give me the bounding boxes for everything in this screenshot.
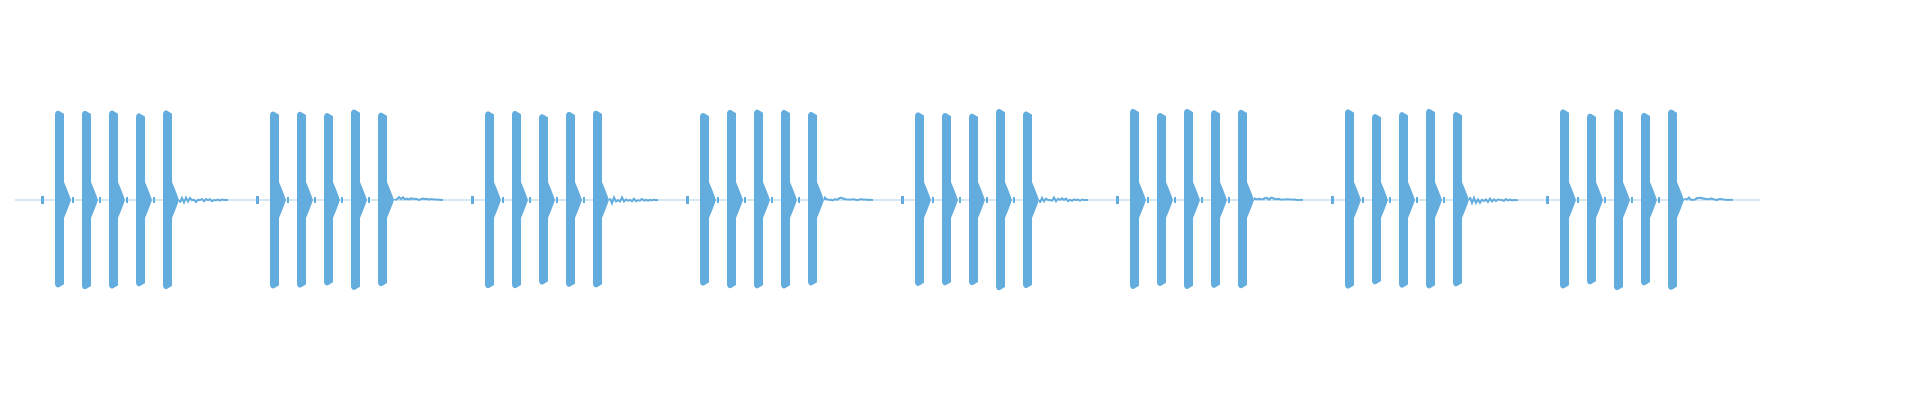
interpulse-spike	[744, 197, 746, 203]
interpulse-spike	[986, 197, 988, 203]
interpulse-spike	[1577, 197, 1579, 203]
waveform-pulse	[1399, 112, 1415, 288]
interpulse-spike	[126, 197, 128, 203]
waveform-pulse	[1372, 114, 1388, 285]
interpulse-spike	[556, 197, 558, 203]
interpulse-spike	[153, 197, 155, 203]
waveform-pulse	[351, 109, 367, 291]
lead-in-blip	[256, 196, 259, 204]
interpulse-spike	[1174, 197, 1176, 203]
pulse-group	[256, 109, 444, 291]
waveform-pulse	[754, 109, 770, 289]
waveform-pulse	[297, 111, 313, 288]
interpulse-spike	[959, 197, 961, 203]
waveform-pulse	[1560, 109, 1576, 289]
interpulse-spike	[368, 197, 370, 203]
interpulse-spike	[1147, 197, 1149, 203]
interpulse-spike	[583, 197, 585, 203]
interpulse-spike	[717, 197, 719, 203]
interpulse-spike	[1201, 197, 1203, 203]
interpulse-spike	[1604, 197, 1606, 203]
waveform-pulse	[136, 113, 152, 287]
interpulse-spike	[798, 197, 800, 203]
lead-in-blip	[1116, 196, 1119, 204]
waveform-pulse	[1157, 112, 1173, 286]
decay-tail	[1254, 196, 1304, 202]
interpulse-spike	[1389, 197, 1391, 203]
decay-tail	[824, 195, 874, 202]
waveform-pulse	[485, 111, 501, 289]
interpulse-spike	[502, 197, 504, 203]
lead-in-blip	[41, 196, 44, 204]
waveform-pulse	[1238, 109, 1254, 289]
decay-tail	[394, 195, 444, 202]
waveform-pulse	[808, 111, 824, 286]
decay-tail	[1469, 195, 1519, 206]
waveform-pulse	[1211, 110, 1227, 288]
pulse-group	[471, 110, 659, 289]
waveform-pulse	[1587, 113, 1603, 285]
waveform-pulse	[1426, 108, 1442, 289]
lead-in-blip	[471, 196, 474, 204]
interpulse-spike	[771, 197, 773, 203]
interpulse-spike	[341, 197, 343, 203]
lead-in-blip	[686, 196, 689, 204]
waveform-pulse	[378, 112, 394, 287]
waveform-pulse	[270, 111, 286, 289]
interpulse-spike	[1416, 197, 1418, 203]
interpulse-spike	[932, 197, 934, 203]
waveform-pulse	[566, 111, 582, 287]
interpulse-spike	[1362, 197, 1364, 203]
interpulse-spike	[529, 197, 531, 203]
waveform-pulse	[512, 110, 528, 289]
interpulse-spike	[1631, 197, 1633, 203]
pulse-group	[686, 109, 874, 289]
lead-in-blip	[901, 196, 904, 204]
waveform-pulse	[969, 113, 985, 286]
waveform-pulse	[996, 108, 1012, 291]
decay-tail	[1684, 196, 1734, 202]
waveform-pulse	[324, 113, 340, 286]
interpulse-spike	[1228, 197, 1230, 203]
waveform-pulse	[1453, 112, 1469, 287]
interpulse-spike	[1013, 197, 1015, 203]
decay-tail	[179, 195, 229, 206]
waveform-pulse	[915, 112, 931, 286]
waveform-pulse	[700, 112, 716, 286]
pulse-group	[901, 108, 1089, 291]
waveform-pulse	[539, 114, 555, 285]
waveform-pulse	[163, 110, 179, 290]
waveform-pulse	[1023, 111, 1039, 289]
waveform-pulse	[109, 110, 125, 289]
waveform-pulse	[1641, 112, 1657, 286]
waveform-pulse	[1345, 109, 1361, 289]
lead-in-blip	[1546, 196, 1549, 204]
interpulse-spike	[1658, 197, 1660, 203]
interpulse-spike	[314, 197, 316, 203]
waveform-pulse	[1614, 109, 1630, 291]
waveform-pulse	[942, 112, 958, 286]
waveform-pulse	[727, 109, 743, 289]
pulse-group	[41, 110, 229, 290]
waveform-pulse	[1130, 108, 1146, 289]
pulse-group	[1116, 108, 1304, 289]
interpulse-spike	[72, 197, 74, 203]
lead-in-blip	[1331, 196, 1334, 204]
waveform-pulse	[781, 109, 797, 289]
interpulse-spike	[1443, 197, 1445, 203]
interpulse-spike	[99, 197, 101, 203]
pulse-groups	[41, 108, 1734, 291]
decay-tail	[609, 195, 659, 206]
waveform-pulse	[1668, 109, 1684, 290]
pulse-group	[1331, 108, 1519, 289]
decay-tail	[1039, 195, 1089, 204]
waveform-pulse	[593, 110, 609, 288]
interpulse-spike	[287, 197, 289, 203]
waveform-pulse	[82, 110, 98, 290]
pulse-group	[1546, 109, 1734, 291]
waveform-pulse	[1184, 108, 1200, 289]
waveform-pulse	[55, 110, 71, 288]
